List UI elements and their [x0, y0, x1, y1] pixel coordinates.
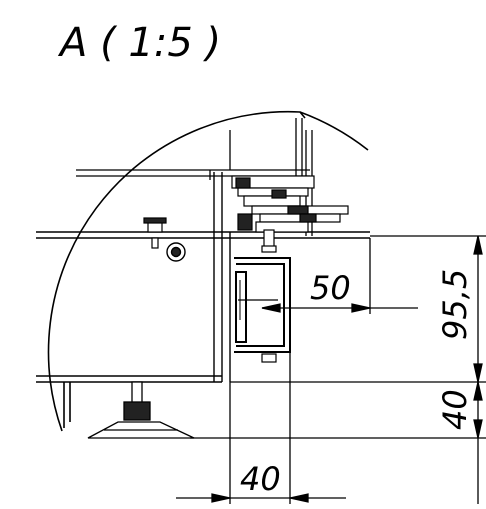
- top-plate-bolt: [143, 217, 167, 249]
- vertical-bolt: [261, 229, 277, 363]
- detail-circle-arc-right: [299, 111, 369, 151]
- round-nut: [166, 242, 186, 262]
- dimension-40-horizontal-label: 40: [240, 460, 281, 498]
- main-plates: [36, 231, 370, 383]
- profile-bracket: [234, 257, 291, 353]
- levelling-foot: [87, 381, 195, 439]
- dimension-50-label: 50: [310, 269, 351, 307]
- dimension-95-5-label: 95,5: [436, 269, 474, 340]
- dimension-40-horizontal: [176, 352, 346, 504]
- dimension-40-vertical: [190, 381, 486, 504]
- dimension-50: [261, 238, 418, 314]
- side-panel: [213, 172, 231, 382]
- detail-circle-arc: [47, 110, 306, 432]
- dimension-95-5: [230, 235, 486, 383]
- dimension-40-vertical-label: 40: [436, 389, 474, 430]
- hinge-bracket: [231, 175, 349, 233]
- detail-view-title: A ( 1:5 ): [57, 20, 221, 66]
- left-leg: [63, 382, 71, 428]
